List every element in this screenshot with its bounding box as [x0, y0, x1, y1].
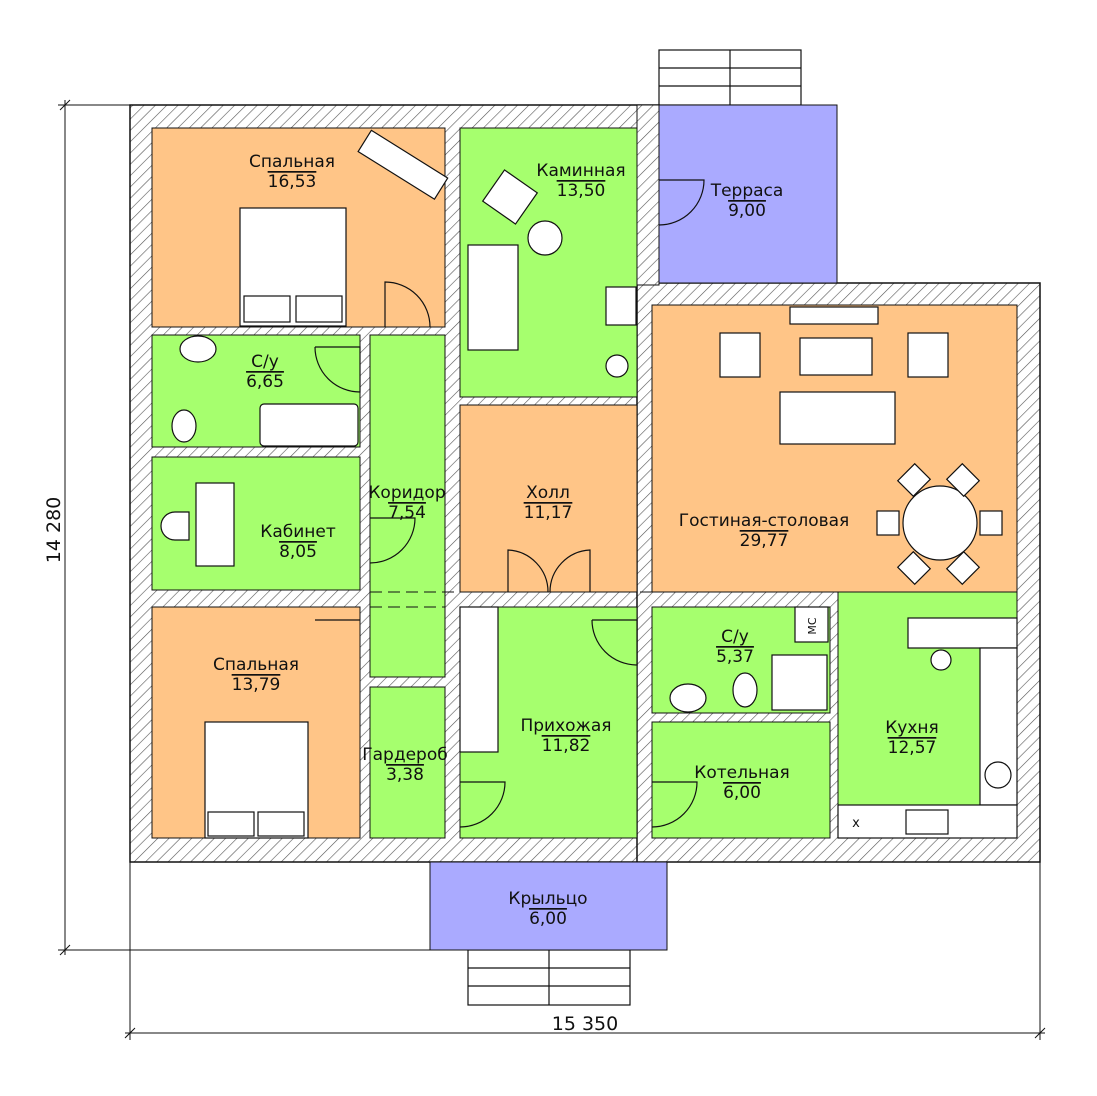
table-icon: [527, 220, 563, 256]
door-icon: [651, 781, 698, 828]
dimension-lines: [58, 99, 1046, 1040]
room-name: Каминная: [536, 161, 625, 181]
room-area: 12,57: [888, 738, 937, 758]
desk-icon: [195, 482, 235, 567]
boiler-icon: [794, 606, 829, 643]
room-14: [429, 861, 668, 951]
room-area: 8,05: [279, 542, 317, 562]
sofa-icon: [779, 391, 896, 445]
room-area: 6,00: [529, 909, 567, 929]
room-area: 5,37: [716, 647, 754, 667]
armchair-icon: [907, 332, 949, 378]
kitchen-counter: [907, 617, 1018, 649]
room-5: [369, 334, 446, 678]
door-icon: [459, 781, 506, 828]
kitchen-mark: х: [852, 816, 860, 831]
room-name: Спальная: [249, 152, 335, 172]
room-name: Гостиная-столовая: [679, 511, 850, 531]
porch-steps: [467, 949, 631, 1006]
furniture: [160, 129, 1018, 839]
door-icon: [314, 346, 361, 393]
plant-icon: [605, 354, 629, 378]
room-name: Прихожая: [520, 716, 611, 736]
coffee-table-icon: [799, 337, 873, 376]
armchair-icon: [481, 169, 539, 225]
door-icon: [384, 281, 431, 328]
room-12: [651, 721, 831, 839]
room-area: 11,17: [524, 503, 573, 523]
shower-icon: [771, 654, 828, 711]
room-area: 13,79: [232, 675, 281, 695]
door-icon: [591, 619, 638, 666]
room-name: Крыльцо: [508, 889, 587, 909]
zone-dashed-lines: [370, 405, 1017, 608]
room-9: [369, 686, 446, 839]
room-2: [658, 104, 838, 284]
toilet-icon: [171, 409, 197, 443]
chair-icon: [160, 511, 190, 541]
room-area: 29,77: [740, 531, 789, 551]
kitchen-sink-icon: [905, 809, 949, 835]
room-name: Холл: [526, 483, 570, 503]
room-area: 3,38: [386, 765, 424, 785]
room-name: Кабинет: [260, 522, 336, 542]
room-area: 11,82: [542, 736, 591, 756]
room-area: 16,53: [268, 172, 317, 192]
room-6: [459, 404, 638, 593]
height-dimension: 14 280: [43, 497, 65, 563]
sofa-icon: [467, 244, 519, 351]
room-name: Терраса: [710, 181, 784, 201]
room-area: 7,54: [388, 503, 426, 523]
door-icon: [507, 549, 591, 593]
room-name: Коридор: [368, 483, 445, 503]
terrace-steps: [658, 49, 802, 106]
room-name: Спальная: [213, 655, 299, 675]
armchair-icon: [719, 332, 761, 378]
stove-icon: [984, 761, 1012, 789]
room-name: Котельная: [694, 763, 789, 783]
toilet-icon: [732, 672, 758, 708]
tv-icon: [789, 306, 879, 325]
door-icon: [658, 179, 705, 226]
room-name: Кухня: [885, 718, 939, 738]
doors: [314, 179, 705, 828]
room-name: С/у: [251, 352, 279, 372]
room-name: Гардероб: [362, 745, 447, 765]
room-area: 6,00: [723, 783, 761, 803]
bathtub-icon: [259, 403, 359, 447]
door-icon: [369, 517, 416, 564]
room-area: 6,65: [246, 372, 284, 392]
fireplace-icon: [605, 286, 637, 326]
desk-icon: [357, 129, 449, 201]
boiler-label: МС: [806, 617, 819, 634]
sink-icon: [179, 335, 217, 363]
dining-table-icon: [902, 485, 978, 561]
room-name: С/у: [721, 627, 749, 647]
width-dimension: 15 350: [552, 1013, 618, 1035]
room-area: 13,50: [557, 181, 606, 201]
sink-icon: [669, 683, 707, 713]
room-area: 9,00: [728, 201, 766, 221]
terrace-wall: [636, 104, 660, 286]
wardrobe-icon: [459, 606, 499, 753]
